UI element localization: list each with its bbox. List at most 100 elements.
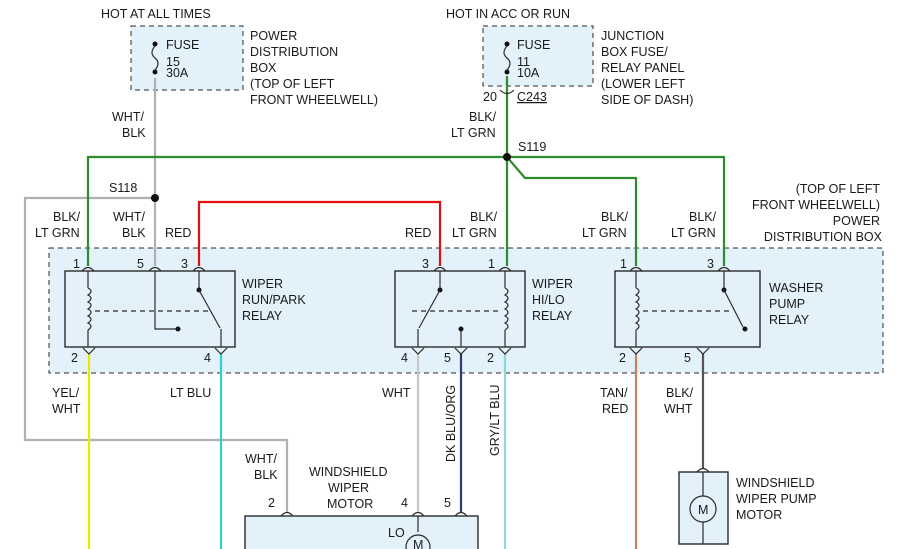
wire-label: LT GRN xyxy=(671,226,716,240)
wire-label: YEL/ xyxy=(52,386,80,400)
relay-label: WIPER xyxy=(242,277,283,291)
wire-label: BLK/ xyxy=(601,210,629,224)
jb-desc-line: SIDE OF DASH) xyxy=(601,93,693,107)
pin-number: 5 xyxy=(684,351,691,365)
washer-pump-relay-box xyxy=(614,270,761,348)
motor-icon xyxy=(405,516,431,549)
relay-label: RUN/PARK xyxy=(242,293,306,307)
jb-desc-line: JUNCTION xyxy=(601,29,664,43)
switch-icon xyxy=(154,271,222,347)
fuse-11-number: 11 xyxy=(517,55,530,69)
pin-number: 2 xyxy=(268,496,275,510)
pdb-desc-line: DISTRIBUTION xyxy=(250,45,338,59)
splice-label: S118 xyxy=(109,181,137,195)
relay-label: RELAY xyxy=(532,309,573,323)
fuse-15-box xyxy=(130,25,244,91)
wire-label: TAN/ xyxy=(600,386,628,400)
wire-label: WHT/ xyxy=(112,110,144,124)
pin-number: 5 xyxy=(137,257,144,271)
wire-label: LT GRN xyxy=(451,126,496,140)
jb-desc-line: RELAY PANEL xyxy=(601,61,684,75)
pdb-desc-line: BOX xyxy=(250,61,277,75)
wire-label: WHT xyxy=(52,402,81,416)
pin-number: 3 xyxy=(422,257,429,271)
fuse-15-icon xyxy=(151,41,159,75)
wire-label: BLK xyxy=(122,126,146,140)
hot-at-all-times-label: HOT AT ALL TIMES xyxy=(101,7,211,21)
pin-number: 5 xyxy=(444,351,451,365)
terminal-icons xyxy=(696,467,710,473)
pdb-desc-line: POWER xyxy=(250,29,297,43)
switch-icon xyxy=(417,271,464,347)
fuse-15-label: FUSE xyxy=(166,38,199,52)
pin-number: 5 xyxy=(444,496,451,510)
terminal-icons xyxy=(81,266,228,355)
connector-name: C243 xyxy=(517,90,547,104)
wire-label: LT GRN xyxy=(582,226,627,240)
wire-label: LT GRN xyxy=(35,226,80,240)
motor-symbol: M xyxy=(413,538,423,549)
pump-motor-label: WIPER PUMP xyxy=(736,492,817,506)
wire-label: BLK/ xyxy=(689,210,717,224)
windshield-wiper-motor-box xyxy=(244,515,479,549)
pin-number: 1 xyxy=(620,257,627,271)
wiper-run-park-relay-box xyxy=(64,270,236,348)
switch-icon xyxy=(721,271,748,332)
terminal-icons xyxy=(629,266,731,355)
relay-label: PUMP xyxy=(769,297,805,311)
pdb-desc-line: FRONT WHEELWELL) xyxy=(250,93,378,107)
pump-motor-label: MOTOR xyxy=(736,508,782,522)
coil-icon xyxy=(86,271,210,347)
relay-label: RELAY xyxy=(242,309,283,323)
fuse-11-label: FUSE xyxy=(517,38,550,52)
relay-label: HI/LO xyxy=(532,293,565,307)
coil-icon xyxy=(634,271,730,347)
pin-number: 3 xyxy=(181,257,188,271)
pump-motor-symbol: M xyxy=(698,503,708,517)
connector-pin: 20 xyxy=(483,90,497,104)
pin-number: 4 xyxy=(401,351,408,365)
wire-blk-ltgrn-washer xyxy=(506,156,638,266)
wire-label: GRY/LT BLU xyxy=(488,384,502,456)
wire-label: RED xyxy=(405,226,431,240)
terminal-icons xyxy=(411,266,512,355)
fuse-11-box xyxy=(482,25,594,87)
relay-label: RELAY xyxy=(769,313,810,327)
relay-label: WIPER xyxy=(532,277,573,291)
wire-label: LT GRN xyxy=(452,226,497,240)
fuse-11-icon xyxy=(503,41,511,75)
jb-desc-line: BOX FUSE/ xyxy=(601,45,668,59)
motor-label: WIPER xyxy=(328,481,369,495)
wire-label: RED xyxy=(602,402,628,416)
pin-number: 2 xyxy=(71,351,78,365)
wire-label: BLK xyxy=(122,226,146,240)
hot-in-acc-label: HOT IN ACC OR RUN xyxy=(446,7,570,21)
wire-label: BLK/ xyxy=(53,210,81,224)
splice-label: S119 xyxy=(518,140,546,154)
wire-label: RED xyxy=(165,226,191,240)
terminal-icons xyxy=(280,511,468,517)
wire-label: WHT/ xyxy=(113,210,145,224)
wire-label: BLK/ xyxy=(666,386,694,400)
pdb-desc-line: (TOP OF LEFT xyxy=(250,77,335,91)
wire-label: WHT/ xyxy=(245,452,277,466)
pdb-right-label: POWER xyxy=(833,214,880,228)
splice-s119-dot xyxy=(503,153,511,161)
wire-label: WHT xyxy=(382,386,411,400)
wire-label: BLK/ xyxy=(469,110,497,124)
coil-icon xyxy=(412,271,509,347)
wire-wht-blk-loop xyxy=(23,196,289,512)
wire-red xyxy=(197,200,442,266)
wiper-hi-lo-relay-box xyxy=(394,270,526,348)
pump-motor-label: WINDSHIELD xyxy=(736,476,814,490)
wire-label: DK BLU/ORG xyxy=(444,385,458,462)
pin-number: 1 xyxy=(488,257,495,271)
jb-desc-line: (LOWER LEFT xyxy=(601,77,685,91)
wire-label: BLK xyxy=(254,468,278,482)
relay-label: WASHER xyxy=(769,281,823,295)
wire-label: LT BLU xyxy=(170,386,211,400)
pin-number: 3 xyxy=(707,257,714,271)
pin-number: 2 xyxy=(487,351,494,365)
motor-lo-label: LO xyxy=(388,526,405,540)
